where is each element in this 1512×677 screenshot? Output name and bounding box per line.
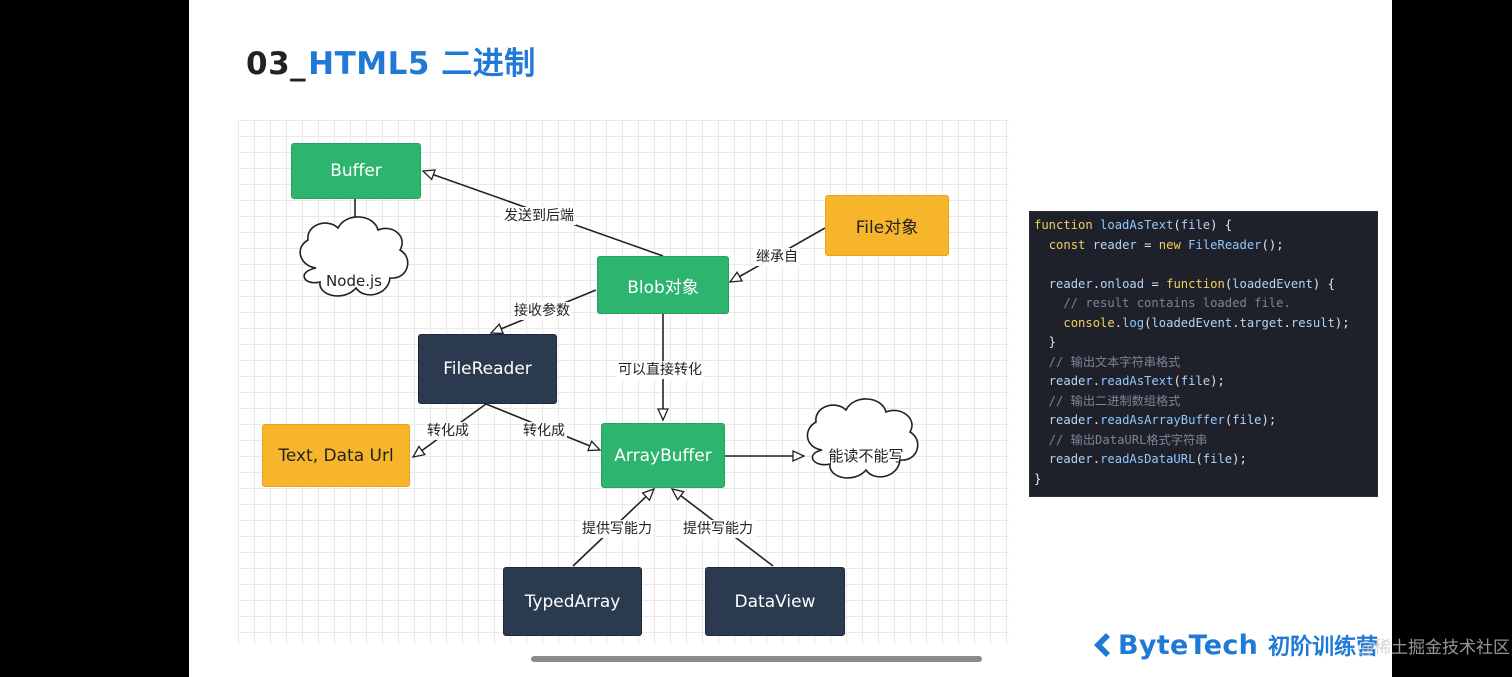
brand-subtitle: 初阶训练营 xyxy=(1268,635,1379,660)
slide: 03_HTML5 二进制 xyxy=(189,0,1392,677)
code-snippet-panel: function loadAsText(file) { const reader… xyxy=(1029,211,1378,497)
code-line: // 输出文本字符串格式 xyxy=(1034,354,1181,369)
node-arraybuffer: ArrayBuffer xyxy=(601,423,725,488)
node-nodejs: Node.js xyxy=(326,272,382,290)
code-line: reader.readAsArrayBuffer(file); xyxy=(1048,413,1277,427)
code-line: reader.onload = function(loadedEvent) { xyxy=(1048,276,1335,291)
code-line: } xyxy=(1034,335,1057,349)
readonly-cloud-shape xyxy=(806,398,919,479)
edge-label-convert-to-1: 转化成 xyxy=(425,422,471,440)
code-line: console.log(loadedEvent.target.result); xyxy=(1063,315,1350,330)
code-line: function loadAsText(file) { xyxy=(1034,218,1233,232)
edge-label-direct-convert: 可以直接转化 xyxy=(616,361,704,379)
edge-label-inherit: 继承自 xyxy=(754,248,800,266)
node-blob-object: Blob对象 xyxy=(597,256,729,314)
edge-label-provide-write-1: 提供写能力 xyxy=(580,520,654,538)
edge-label-send-backend: 发送到后端 xyxy=(502,207,576,225)
slide-title-text: HTML5 二进制 xyxy=(308,46,536,82)
code-line: // 输出二进制数组格式 xyxy=(1034,393,1181,408)
node-text-data-url: Text, Data Url xyxy=(262,424,410,487)
code-line xyxy=(1034,255,1377,275)
code-line: reader.readAsText(file); xyxy=(1048,374,1225,388)
node-buffer: Buffer xyxy=(291,143,421,199)
brand-name: ByteTech xyxy=(1118,629,1259,661)
code-line: const reader = new FileReader(); xyxy=(1048,237,1284,252)
watermark: @稀土掘金技术社区 xyxy=(1357,638,1510,658)
code-line: // result contains loaded file. xyxy=(1034,296,1291,310)
node-file-object: File对象 xyxy=(825,195,949,256)
node-dataview: DataView xyxy=(705,567,845,636)
slide-title-number: 03_ xyxy=(246,46,307,82)
diagram-connectors xyxy=(299,169,919,567)
edge-label-provide-write-2: 提供写能力 xyxy=(681,520,755,538)
nodejs-cloud-shape xyxy=(299,216,409,297)
home-indicator-bar[interactable] xyxy=(531,656,982,662)
bytetech-logo-icon xyxy=(1094,633,1110,657)
edge-label-accept-param: 接收参数 xyxy=(512,302,572,320)
code-line: } xyxy=(1034,471,1042,486)
code-line: reader.readAsDataURL(file); xyxy=(1048,452,1247,466)
node-readonly: 能读不能写 xyxy=(828,446,904,465)
node-typedarray: TypedArray xyxy=(503,567,642,636)
code-line: // 输出DataURL格式字符串 xyxy=(1034,432,1208,447)
slide-title: 03_HTML5 二进制 xyxy=(246,38,536,83)
edge-label-convert-to-2: 转化成 xyxy=(521,422,567,440)
node-filereader: FileReader xyxy=(418,334,557,404)
binary-diagram: Buffer Node.js File对象 Blob对象 FileReader … xyxy=(238,120,1009,644)
bytetech-brand: ByteTech 初阶训练营 xyxy=(1092,628,1378,662)
